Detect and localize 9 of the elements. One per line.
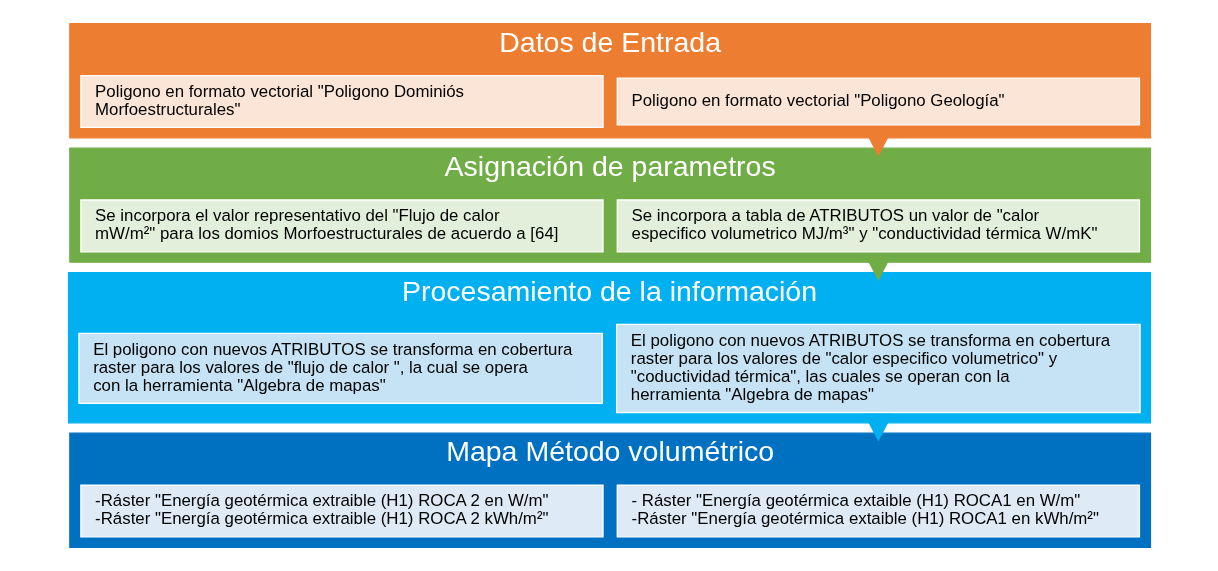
node-box: - Ráster "Energía geotérmica extaible (H1) ROCA1 en W/m" -Ráster "Energía geotérmica extaible (H1) ROCA1 en kWh/m²" bbox=[616, 484, 1140, 538]
node-box: El poligono con nuevos ATRIBUTOS se transforma en cobertura raster para los valores de "calor especifico volumetrico" y "coductividad térmica", las cuales se operan con la herramienta "Algebra de mapas" bbox=[615, 323, 1141, 414]
node-box: Se incorpora el valor representativo del "Flujo de calor mW/m²" para los domios Morfoestructurales de acuerdo a [64] bbox=[79, 199, 604, 253]
arrow bbox=[863, 413, 893, 442]
node-box: -Ráster "Energía geotérmica extraible (H1) ROCA 2 en W/m" -Ráster "Energía geotérmica extraible (H1) ROCA 2 kWh/m²" bbox=[79, 484, 604, 538]
node-box: Se incorpora a tabla de ATRIBUTOS un valor de "calor especifico volumetrico MJ/m³" y "conductividad térmica W/mK" bbox=[616, 199, 1140, 253]
node-box: El poligono con nuevos ATRIBUTOS se transforma en cobertura raster para los valores de "flujo de calor ", la cual se opera con la herramienta "Algebra de mapas" bbox=[77, 332, 603, 405]
node-box: Poligono en formato vectorial "Poligono Geología" bbox=[616, 77, 1140, 126]
node-box: Poligono en formato vectorial "Poligono Dominiós Morfoestructurales" bbox=[79, 74, 604, 129]
